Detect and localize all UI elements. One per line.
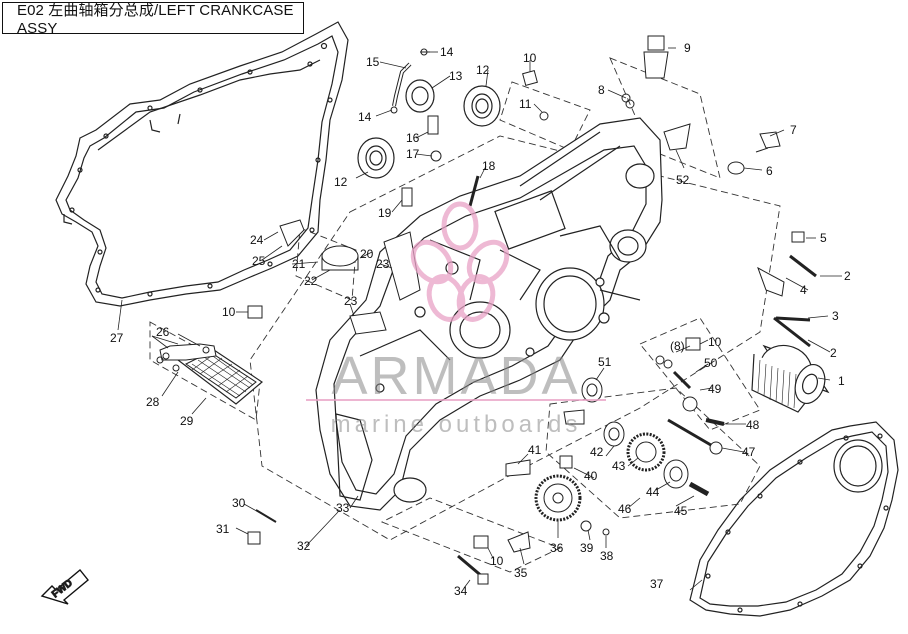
callout-22: 22 <box>304 274 318 288</box>
callout-39: 39 <box>580 541 594 555</box>
callout-31: 31 <box>216 522 230 536</box>
callout-8: 8 <box>598 83 605 97</box>
callout-42: 42 <box>590 445 604 459</box>
diagram-title: E02 左曲轴箱分总成/LEFT CRANKCASE ASSY <box>2 2 304 37</box>
callout-25: 25 <box>252 254 266 268</box>
callout-44: 44 <box>646 485 660 499</box>
callout-23: 23 <box>344 294 358 308</box>
watermark-logo-mark <box>410 201 510 322</box>
callout-49: 49 <box>708 382 722 396</box>
callout-5: 5 <box>820 231 827 245</box>
callout-10: 10 <box>490 554 504 568</box>
callout-14: 14 <box>358 110 372 124</box>
callout-30: 30 <box>232 496 246 510</box>
callout-24: 24 <box>250 233 264 247</box>
callout-2: 2 <box>830 346 837 360</box>
oil-filter <box>751 344 830 413</box>
callout-36: 36 <box>550 541 564 555</box>
callout-12: 12 <box>334 175 348 189</box>
callout-45: 45 <box>674 504 688 518</box>
callout-34: 34 <box>454 584 468 598</box>
callout-48: 48 <box>746 418 760 432</box>
watermark-brand: ARMADA <box>331 346 580 406</box>
callout-14: 14 <box>440 45 454 59</box>
part-callouts: 1 2 2 3 4 5 6 7 8 (8) 9 10 10 10 10 11 1… <box>110 41 851 598</box>
right-cover-gasket <box>689 421 899 617</box>
callout-17: 17 <box>406 147 420 161</box>
callout-21: 21 <box>292 257 306 271</box>
callout-50: 50 <box>704 356 718 370</box>
callout-18: 18 <box>482 159 496 173</box>
fwd-direction-arrow: FWD <box>40 569 89 605</box>
bearings <box>357 79 501 179</box>
oil-strainer <box>156 343 263 405</box>
callout-52: 52 <box>676 173 690 187</box>
callout-23: 23 <box>376 257 390 271</box>
callout-19: 19 <box>378 206 392 220</box>
callout-7: 7 <box>790 123 797 137</box>
callout-2: 2 <box>844 269 851 283</box>
armada-watermark: ARMADA marine outboards <box>306 201 606 438</box>
callout-47: 47 <box>742 445 756 459</box>
callout-35: 35 <box>514 566 528 580</box>
callout-6: 6 <box>766 164 773 178</box>
left-cover-gasket <box>55 21 349 307</box>
callout-11: 11 <box>519 97 532 111</box>
misc-parts <box>247 35 817 585</box>
callout-32: 32 <box>297 539 311 553</box>
callout-37: 37 <box>650 577 664 591</box>
callout-1: 1 <box>838 374 845 388</box>
callout-8-alt: (8) <box>670 339 685 353</box>
callout-41: 41 <box>528 443 542 457</box>
callout-51: 51 <box>598 355 612 369</box>
callout-10: 10 <box>222 305 236 319</box>
callout-10: 10 <box>708 335 722 349</box>
callout-33: 33 <box>336 501 350 515</box>
callout-12: 12 <box>476 63 490 77</box>
watermark-tagline: marine outboards <box>331 411 582 438</box>
callout-40: 40 <box>584 469 598 483</box>
callout-3: 3 <box>832 309 839 323</box>
callout-26: 26 <box>156 325 170 339</box>
callout-9: 9 <box>684 41 691 55</box>
callout-38: 38 <box>600 549 614 563</box>
callout-13: 13 <box>449 69 463 83</box>
callout-15: 15 <box>366 55 380 69</box>
callout-27: 27 <box>110 331 124 345</box>
callout-43: 43 <box>612 459 626 473</box>
callout-46: 46 <box>618 502 632 516</box>
callout-29: 29 <box>180 414 194 428</box>
callout-10: 10 <box>523 51 537 65</box>
callout-28: 28 <box>146 395 160 409</box>
callout-20: 20 <box>360 247 374 261</box>
callout-16: 16 <box>406 131 420 145</box>
callout-4: 4 <box>800 283 807 297</box>
leader-lines <box>117 47 842 591</box>
